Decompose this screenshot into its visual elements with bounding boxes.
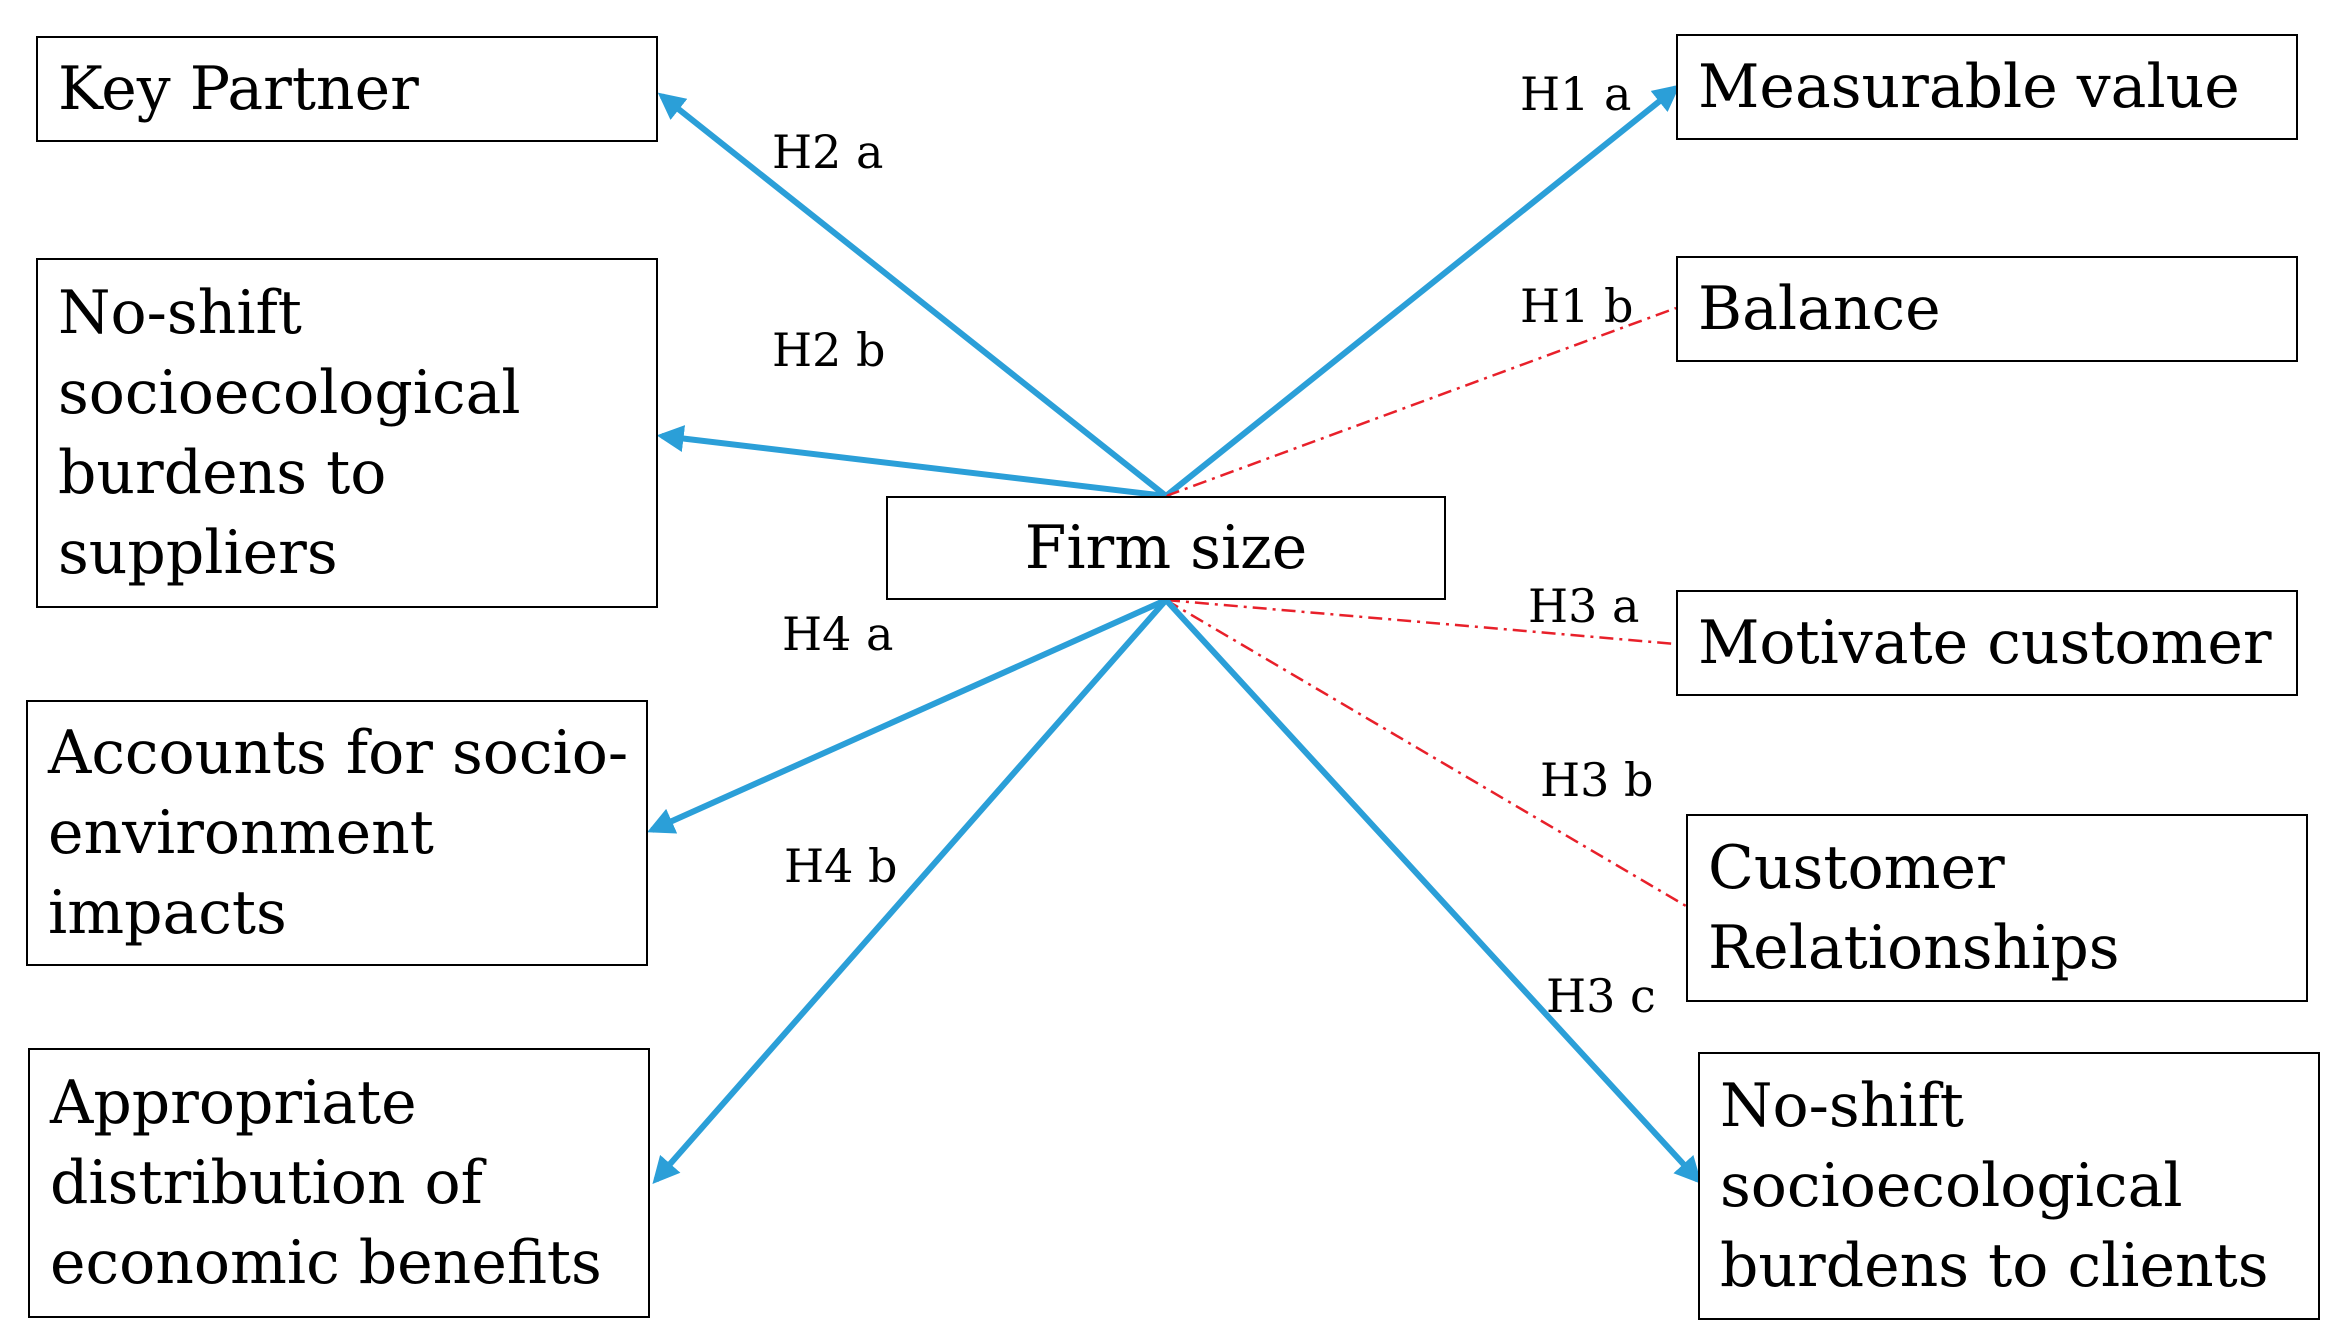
node-text-line: No-shift (1720, 1071, 1964, 1141)
edge-h2a (657, 92, 1168, 499)
edge-h3a (1165, 598, 1677, 646)
edge-label-h3a: H3 a (1528, 579, 1639, 633)
node-key-partner: Key Partner (36, 36, 658, 142)
node-accounts-impacts: Accounts for socio-environment impacts (26, 700, 648, 966)
node-firm-size: Firm size (886, 496, 1446, 600)
node-text-line: suppliers (58, 518, 338, 588)
edge-h1a (1164, 84, 1681, 499)
edge-label-h1a: H1 a (1520, 67, 1631, 121)
node-text-line: Relationships (1708, 913, 2120, 983)
node-text-line: Key Partner (58, 54, 419, 124)
node-noshift-suppliers: No-shift socioecological burdens to supplie… (36, 258, 658, 608)
node-text-line: Firm size (1024, 513, 1308, 583)
node-text-line: impacts (48, 878, 287, 948)
node-text-line: economic benefits (50, 1228, 602, 1298)
edge-h4b (652, 598, 1169, 1185)
node-text-line: socioecological (58, 358, 521, 428)
node-text-line: Customer (1708, 833, 2005, 903)
node-text-line: Measurable value (1698, 52, 2240, 122)
edge-h3c (1163, 597, 1702, 1184)
node-text-line: Accounts for socio- (48, 718, 629, 788)
edge-label-h3c: H3 c (1546, 969, 1656, 1023)
node-text-line: distribution of (50, 1148, 483, 1218)
node-noshift-clients: No-shift socioecological burdens to client… (1698, 1052, 2320, 1320)
node-text-line: burdens to clients (1720, 1231, 2269, 1301)
edge-h4a (647, 597, 1168, 834)
node-text-line: Appropriate (50, 1068, 417, 1138)
edge-label-h2b: H2 b (772, 323, 885, 377)
edge-label-h2a: H2 a (772, 125, 883, 179)
node-measurable-value: Measurable value (1676, 34, 2298, 140)
edge-label-h1b: H1 b (1520, 279, 1633, 333)
node-text-line: Balance (1698, 274, 1941, 344)
node-balance: Balance (1676, 256, 2298, 362)
node-motivate-customer: Motivate customer (1676, 590, 2298, 696)
edge-label-h3b: H3 b (1540, 753, 1653, 807)
node-text-line: burdens to (58, 438, 387, 508)
node-text-line: No-shift (58, 278, 302, 348)
edge-h1b (1165, 306, 1677, 498)
node-text-line: Motivate customer (1698, 608, 2272, 678)
node-appropriate-distribution: Appropriate distribution of economic benef… (28, 1048, 650, 1318)
edge-h2b (656, 425, 1167, 499)
edge-label-h4a: H4 a (782, 607, 893, 661)
edge-label-h4b: H4 b (784, 839, 897, 893)
edge-h3b (1165, 598, 1687, 908)
node-text-line: socioecological (1720, 1151, 2183, 1221)
node-text-line: environment (48, 798, 434, 868)
